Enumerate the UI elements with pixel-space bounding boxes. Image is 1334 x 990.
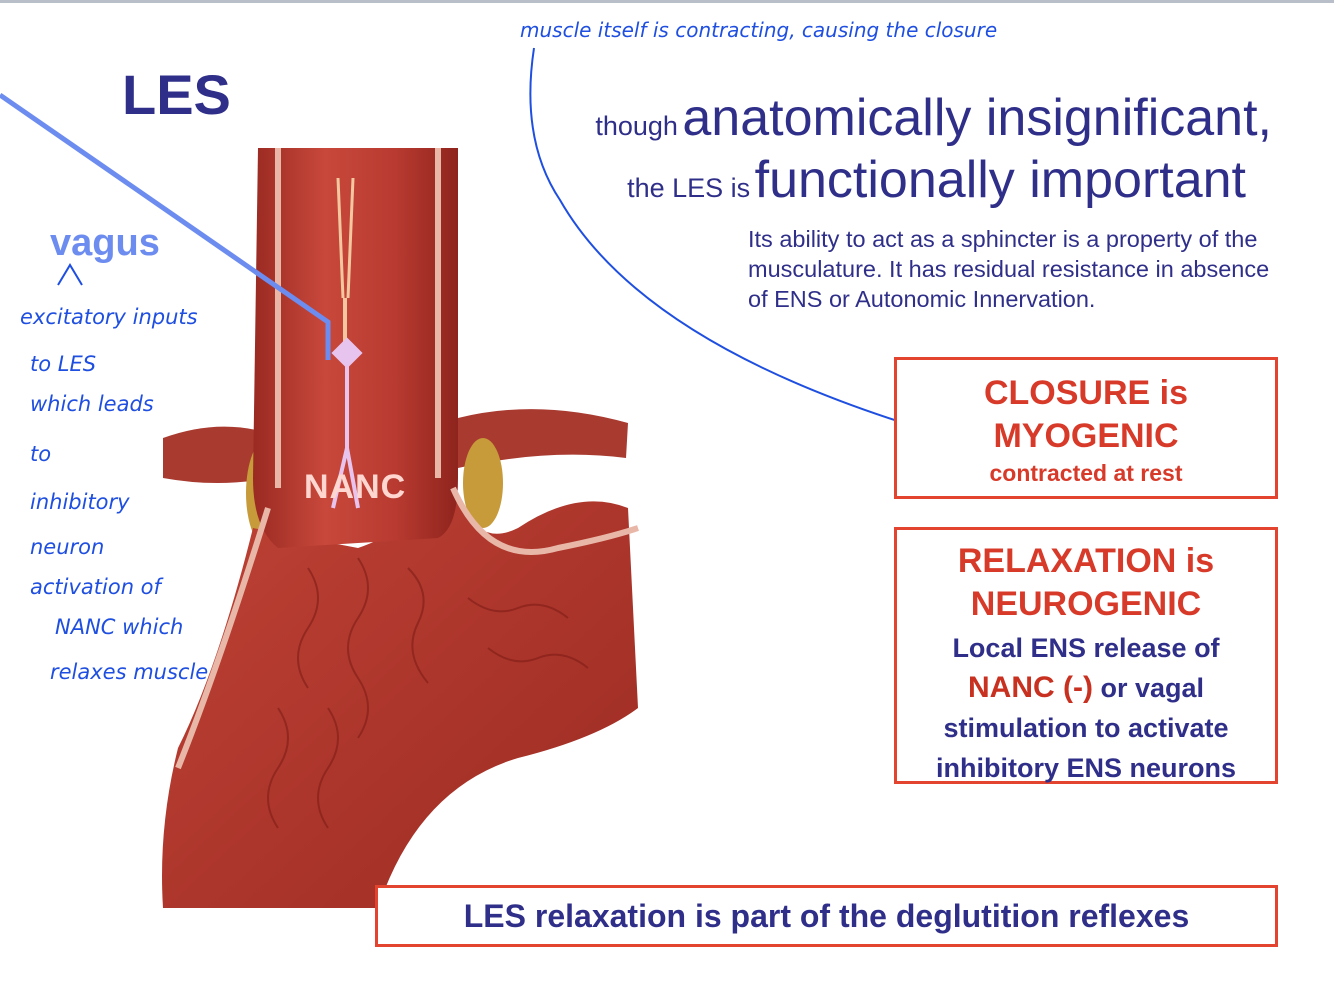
- handwritten-note-line-2: to LES: [30, 352, 97, 376]
- nerve-bundle: [336, 177, 355, 299]
- handwritten-note-line-3: which leads: [30, 392, 154, 416]
- headline-line-1: though anatomically insignificant,: [595, 88, 1272, 148]
- handwritten-note-line-5: inhibitory: [30, 490, 130, 514]
- top-divider: [0, 0, 1334, 3]
- handwritten-note-line-8: NANC which: [55, 615, 184, 639]
- handwritten-note-line-1: excitatory inputs: [20, 305, 198, 329]
- description-text: Its ability to act as a sphincter is a p…: [748, 226, 1270, 312]
- relaxation-body-2: NANC (-) or vagal: [897, 670, 1275, 706]
- stomach-wall-right: [450, 486, 639, 555]
- diaphragm-left: [163, 426, 270, 483]
- fat-pad-right: [463, 438, 503, 528]
- handwritten-note-line-6: neuron: [30, 535, 105, 559]
- headline-2-main: functionally important: [754, 151, 1246, 209]
- slide-title: LES: [122, 63, 231, 126]
- footer-box: LES relaxation is part of the deglutitio…: [375, 885, 1278, 947]
- relaxation-heading-2: NEUROGENIC: [970, 585, 1202, 623]
- neuron-cell-body: [331, 337, 363, 369]
- headline-2-prefix: the LES is: [627, 173, 751, 203]
- closure-heading-1: CLOSURE is: [983, 374, 1189, 412]
- diaphragm-right: [458, 409, 628, 468]
- relaxation-box: RELAXATION is NEUROGENIC Local ENS relea…: [894, 527, 1278, 784]
- nanc-label: NANC: [304, 468, 407, 506]
- vagus-label: vagus: [50, 222, 160, 264]
- vagus-nerve-line: [0, 92, 331, 360]
- stomach: [162, 468, 638, 908]
- handwritten-top-note: muscle itself is contracting, causing th…: [520, 18, 998, 42]
- headline-1-prefix: though: [595, 111, 678, 141]
- handwritten-note-line-9: relaxes muscle: [50, 660, 209, 684]
- relaxation-body-1: Local ENS release of: [952, 633, 1220, 663]
- relaxation-or-vagal: or vagal: [1100, 673, 1205, 703]
- annotation-arrow-line: [529, 47, 911, 426]
- handwritten-note-line-4: to: [30, 442, 52, 466]
- closure-subtext: contracted at rest: [989, 460, 1183, 486]
- headline-line-2: the LES is functionally important: [627, 150, 1246, 210]
- headline-1-main: anatomically insignificant,: [682, 89, 1272, 147]
- relaxation-body-4: inhibitory ENS neurons: [935, 753, 1237, 783]
- esophagus-illustration: [162, 148, 639, 908]
- closure-heading-2: MYOGENIC: [993, 417, 1179, 455]
- relaxation-heading-1: RELAXATION is: [957, 542, 1215, 580]
- closure-box: CLOSURE is MYOGENIC contracted at rest: [894, 357, 1278, 499]
- relaxation-body-3: stimulation to activate: [943, 713, 1229, 743]
- nanc-neuron-axon: [331, 363, 360, 509]
- vagus-caret-icon: [57, 263, 83, 286]
- handwritten-note-line-7: activation of: [30, 575, 161, 599]
- relaxation-nanc: NANC (-): [967, 671, 1093, 704]
- rugae-texture: [267, 557, 589, 829]
- stomach-wall-left: [175, 507, 271, 770]
